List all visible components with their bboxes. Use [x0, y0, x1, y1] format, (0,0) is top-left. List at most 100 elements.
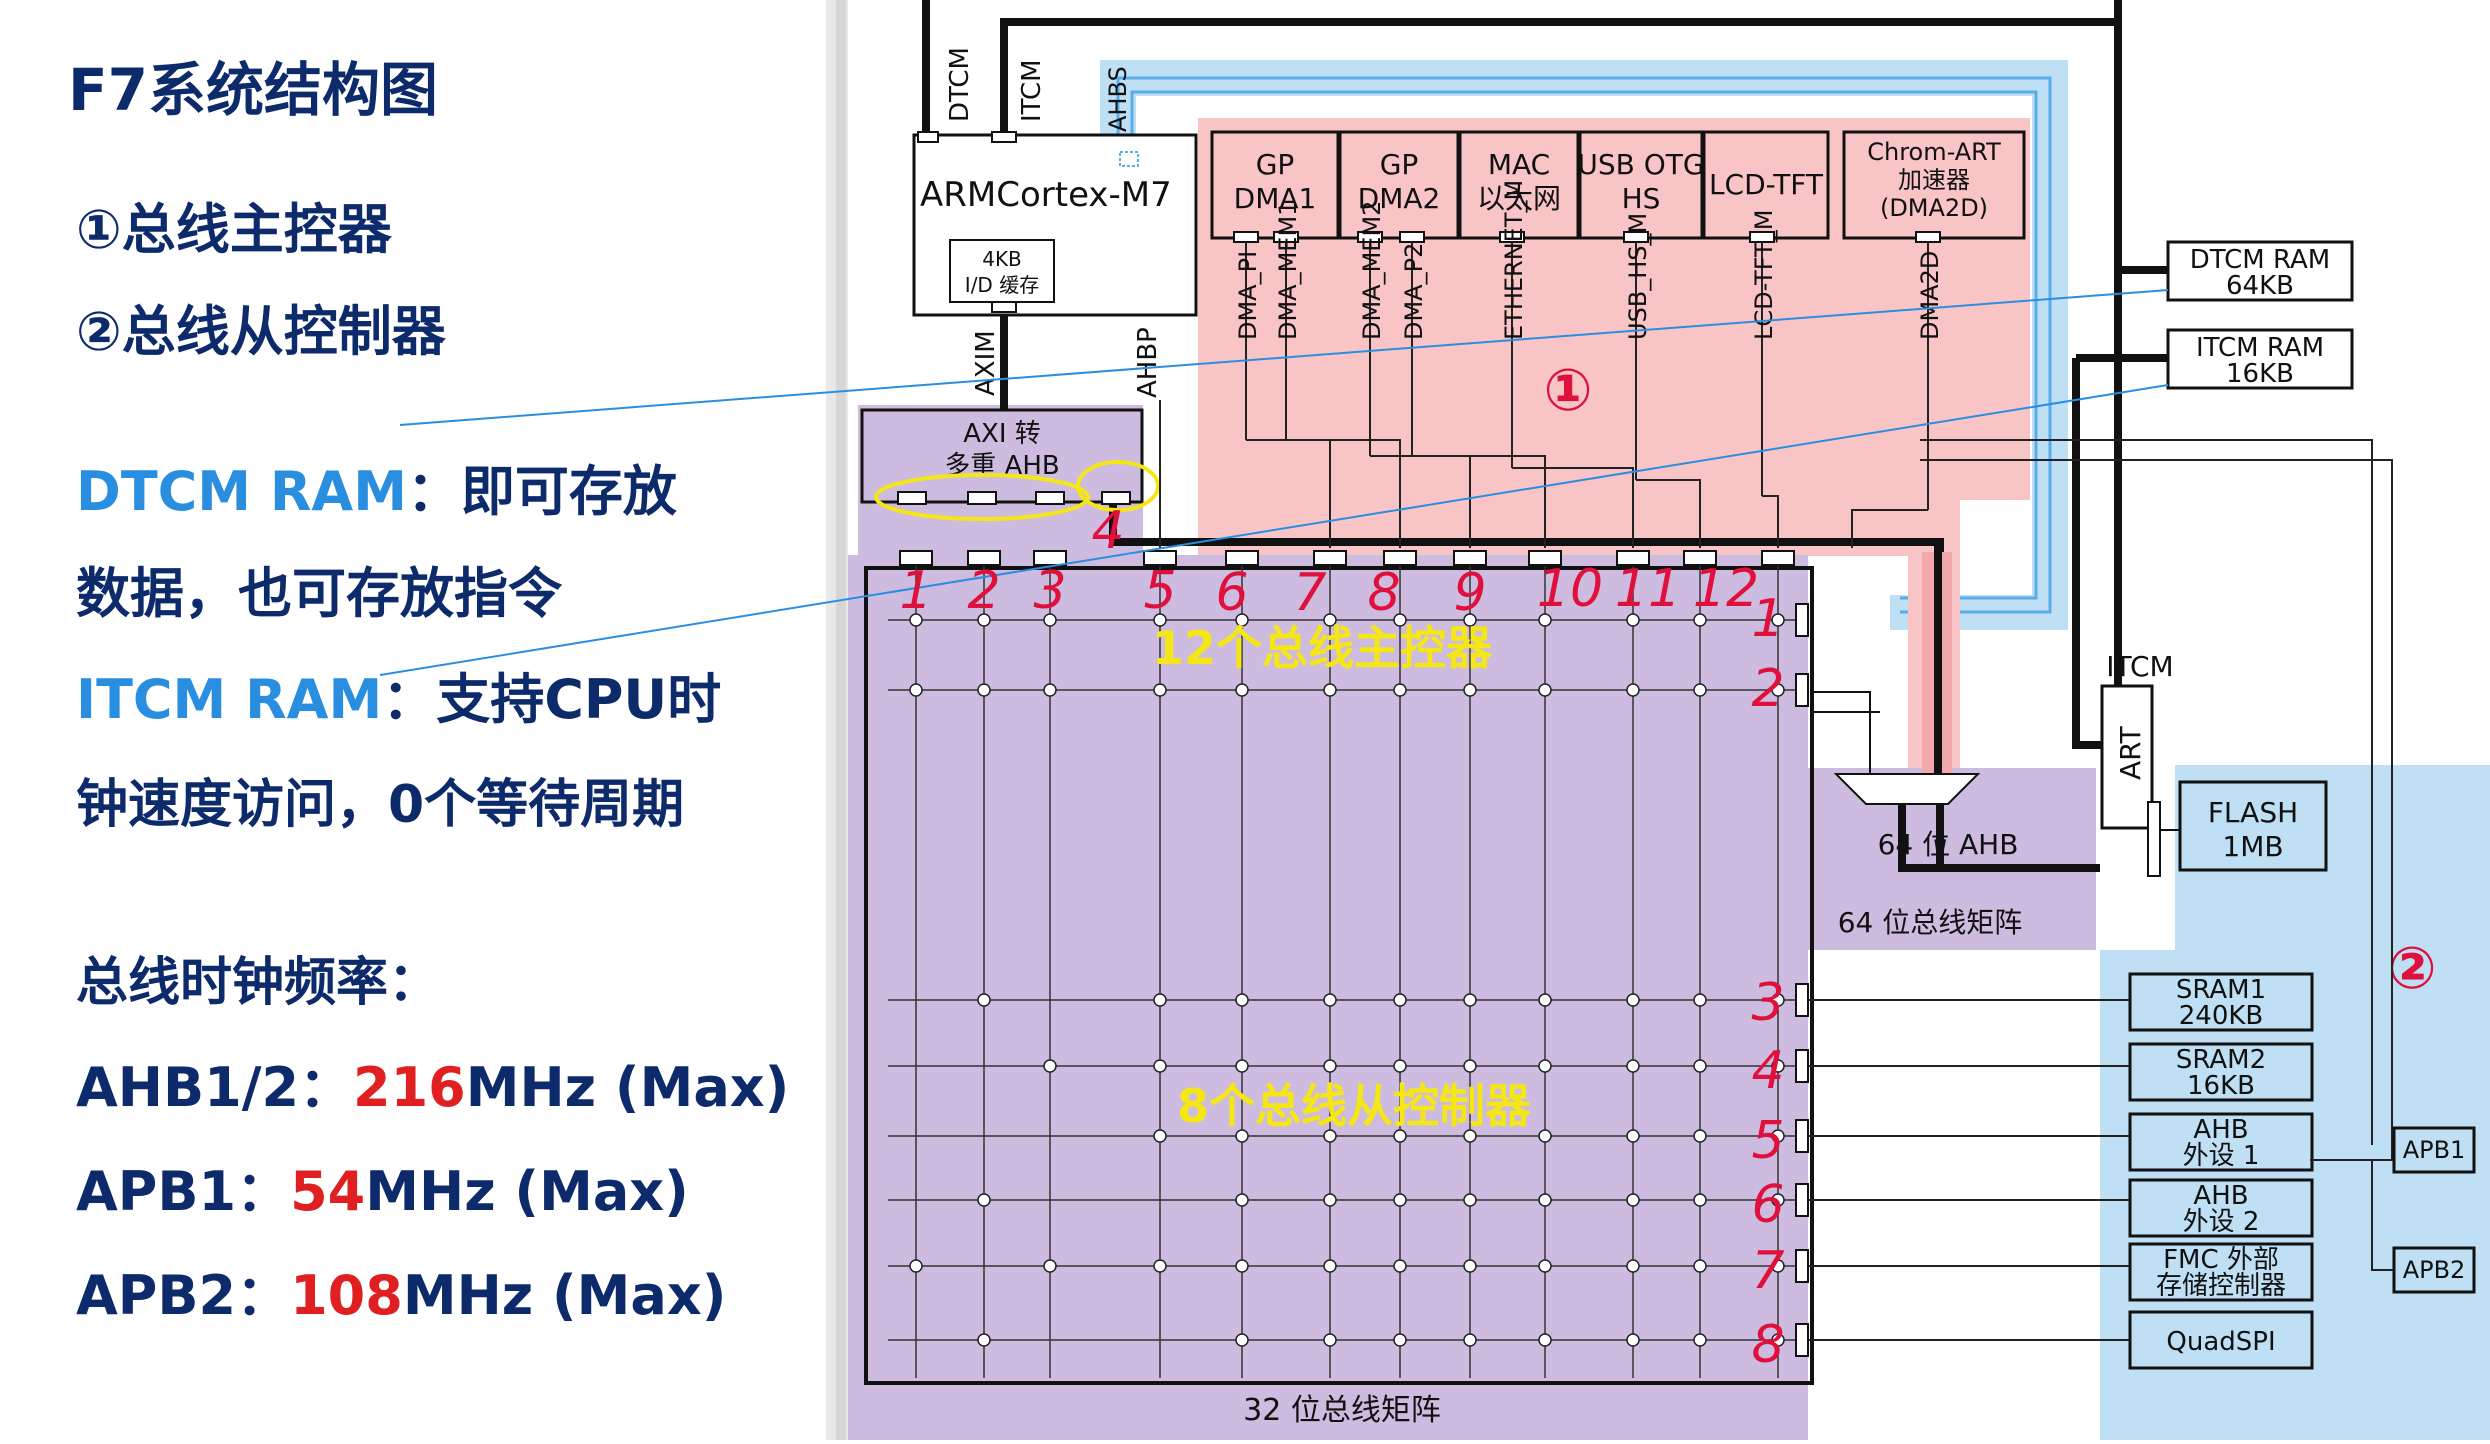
- matrix-junction: [1694, 1130, 1706, 1142]
- slave-label: 外设 2: [2183, 1207, 2260, 1237]
- matrix-junction: [1324, 684, 1336, 696]
- matrix-junction: [1236, 1060, 1248, 1072]
- apb2-label: APB2: [2403, 1256, 2466, 1284]
- matrix-junction: [1627, 994, 1639, 1006]
- matrix-junction: [1324, 1194, 1336, 1206]
- master-label: LCD-TFT: [1709, 168, 1824, 201]
- master-number: 11: [1615, 559, 1681, 619]
- matrix-junction: [1464, 1060, 1476, 1072]
- matrix-junction: [1539, 1060, 1551, 1072]
- matrix-slave-port: [1796, 984, 1808, 1016]
- freq-apb1-value: 54: [290, 1160, 365, 1223]
- matrix-junction: [978, 1194, 990, 1206]
- freq-apb2-label: APB2：: [76, 1264, 290, 1327]
- dtcm-desc-line2: 数据，也可存放指令: [76, 562, 563, 625]
- master-port: [1916, 232, 1940, 242]
- apb1-label: APB1: [2403, 1136, 2466, 1164]
- master-label: (DMA2D): [1880, 194, 1988, 222]
- master-number: 10: [1537, 559, 1603, 619]
- matrix-slave-port: [1796, 1250, 1808, 1282]
- matrix-slave-port: [1796, 604, 1808, 636]
- cache-size: 4KB: [982, 247, 1022, 271]
- page-shadow-inner: [836, 0, 846, 1440]
- axi-out-port-3: [1036, 492, 1064, 504]
- matrix-junction: [1236, 1194, 1248, 1206]
- axi-out-port-2: [968, 492, 996, 504]
- master-number: 12: [1693, 559, 1759, 619]
- matrix-junction: [1236, 1334, 1248, 1346]
- master-port: [1400, 232, 1424, 242]
- matrix-junction: [1539, 1130, 1551, 1142]
- matrix-junction: [978, 684, 990, 696]
- freq-ahb: AHB1/2：216MHz (Max): [76, 1056, 789, 1119]
- matrix-junction: [1236, 1260, 1248, 1272]
- freq-title: 总线时钟频率：: [76, 953, 440, 1013]
- matrix-junction: [1694, 1334, 1706, 1346]
- itcm-ram-size: 16KB: [2226, 359, 2294, 389]
- slave-number: 4: [1751, 1041, 1784, 1101]
- matrix-junction: [1627, 1194, 1639, 1206]
- matrix-junction: [1394, 994, 1406, 1006]
- matrix-junction: [1236, 684, 1248, 696]
- slave-number: 3: [1751, 973, 1784, 1033]
- master-label: MAC: [1488, 148, 1550, 181]
- matrix-junction: [1627, 684, 1639, 696]
- ahb64-label: 64 位 AHB: [1878, 828, 2019, 861]
- freq-apb2: APB2：108MHz (Max): [76, 1264, 726, 1327]
- master-label: GP: [1256, 148, 1295, 181]
- annotation-12-masters: 12个总线主控器: [1152, 621, 1493, 675]
- matrix-junction: [978, 994, 990, 1006]
- item-bus-masters: ①总线主控器: [76, 198, 393, 261]
- art-connector: [2148, 802, 2160, 876]
- matrix64-label: 64 位总线矩阵: [1838, 906, 2023, 939]
- matrix-junction: [1539, 994, 1551, 1006]
- matrix-slave-port: [1796, 1120, 1808, 1152]
- slave-number: 7: [1751, 1241, 1784, 1301]
- master-label: Chrom-ART: [1867, 138, 2001, 166]
- cpu-name: ARMCortex-M7: [920, 175, 1172, 215]
- bus-label-axim: AXIM: [971, 330, 1001, 396]
- matrix-junction: [1464, 1260, 1476, 1272]
- itcm-desc-line2: 钟速度访问，0个等待周期: [76, 775, 684, 835]
- annotation-8-slaves: 8个总线从控制器: [1177, 1079, 1532, 1133]
- itcm-desc-line1: ITCM RAM：支持CPU时: [76, 668, 721, 731]
- master-port-label: DMA_MEM2: [1358, 201, 1386, 340]
- matrix-junction: [1464, 994, 1476, 1006]
- slave-number: 2: [1751, 659, 1784, 719]
- matrix-slave-port: [1796, 1324, 1808, 1356]
- matrix-junction: [1627, 1334, 1639, 1346]
- master-number: 1: [899, 561, 932, 621]
- master-port-label: USB_HS_M: [1624, 213, 1652, 340]
- matrix-junction: [1539, 1260, 1551, 1272]
- bus-label-dtcm: DTCM: [945, 47, 975, 122]
- slave-label: 16KB: [2187, 1071, 2255, 1101]
- master-label: HS: [1622, 182, 1661, 215]
- matrix-junction: [1154, 1260, 1166, 1272]
- itcm-to-art-line: [2076, 358, 2096, 745]
- matrix-junction: [1464, 684, 1476, 696]
- flash-name: FLASH: [2208, 796, 2298, 829]
- matrix-slave-port: [1796, 1050, 1808, 1082]
- matrix-junction: [978, 1334, 990, 1346]
- matrix-junction: [1694, 1260, 1706, 1272]
- matrix-junction: [1044, 1060, 1056, 1072]
- slave-region-marker: ②: [2387, 934, 2436, 1002]
- matrix-junction: [910, 684, 922, 696]
- axi-bridge-line1: AXI 转: [963, 419, 1041, 449]
- master-number: 7: [1293, 563, 1326, 623]
- axim-port: [992, 302, 1016, 312]
- matrix-junction: [1394, 1060, 1406, 1072]
- dtcm-desc-line1: DTCM RAM：即可存放: [76, 460, 677, 523]
- matrix32-label: 32 位总线矩阵: [1243, 1393, 1441, 1428]
- itcm-desc-text1: ：支持CPU时: [382, 668, 721, 731]
- matrix-junction: [1394, 1260, 1406, 1272]
- freq-apb1-unit: MHz (Max): [365, 1160, 689, 1223]
- master-label: USB OTG: [1577, 148, 1704, 181]
- matrix-junction: [910, 1260, 922, 1272]
- cpu-block: ARMCortex-M7 4KB I/D 缓存 DTCM ITCM AHBS A…: [914, 47, 1196, 398]
- matrix-junction: [1539, 1194, 1551, 1206]
- freq-ahb-value: 216: [353, 1056, 466, 1119]
- master-port: [1234, 232, 1258, 242]
